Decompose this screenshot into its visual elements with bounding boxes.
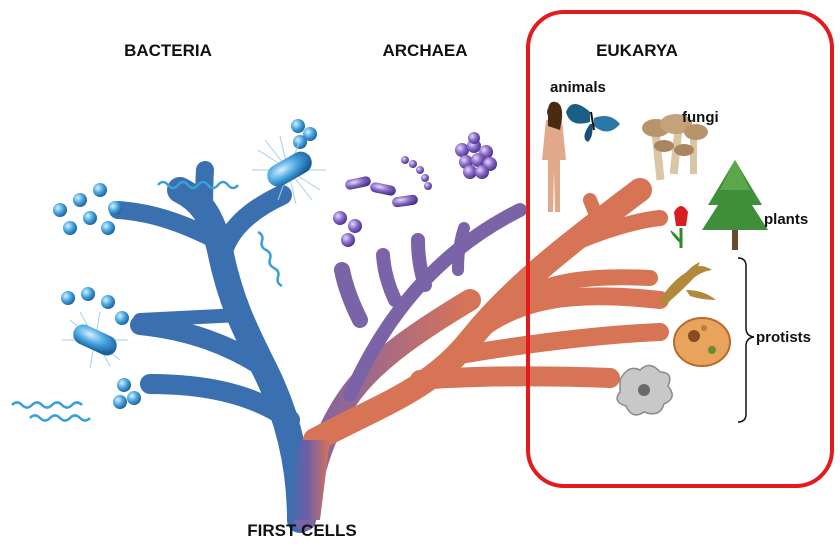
group-label-protists: protists xyxy=(756,329,811,346)
bacteria-cluster-icon xyxy=(291,119,317,149)
bacteria-cluster-icon xyxy=(61,287,129,325)
root-label: FIRST CELLS xyxy=(247,521,357,540)
archaea-branch xyxy=(305,210,520,520)
tulip-icon xyxy=(670,206,688,248)
seaweed-icon xyxy=(660,262,716,306)
archaea-cluster-icon xyxy=(455,132,497,179)
domain-label-bacteria: BACTERIA xyxy=(124,41,212,60)
group-label-animals: animals xyxy=(550,79,606,96)
domain-label-archaea: ARCHAEA xyxy=(383,41,468,60)
protists-brace xyxy=(738,258,754,422)
butterfly-icon xyxy=(566,104,620,142)
tree-icon xyxy=(702,160,768,250)
bacteria-branch xyxy=(118,170,300,520)
group-label-plants: plants xyxy=(764,211,808,228)
bacteria-cluster-icon xyxy=(113,378,141,409)
paramecium-icon xyxy=(674,318,730,366)
bacteria-cluster-icon xyxy=(53,183,122,235)
amoeba-icon xyxy=(617,365,672,414)
domain-label-eukarya: EUKARYA xyxy=(596,41,678,60)
human-icon xyxy=(542,102,566,212)
group-label-fungi: fungi xyxy=(682,109,719,126)
